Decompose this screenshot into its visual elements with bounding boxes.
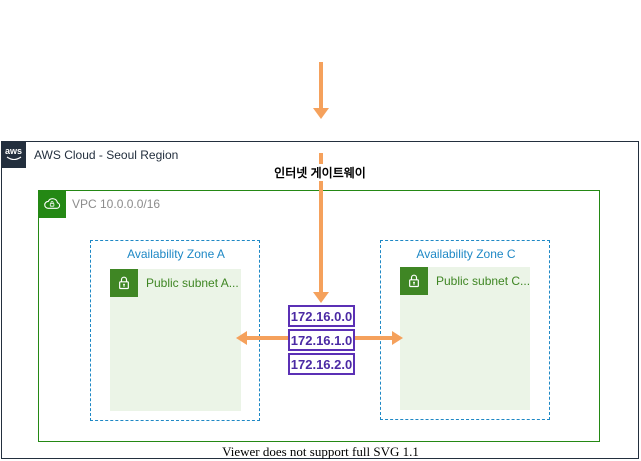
arrow-down-igw-head-icon [313,292,329,303]
subnet-lock-icon [110,269,138,297]
availability-zone-c-label: Availability Zone C [416,247,516,261]
svg-viewer-warning: Viewer does not support full SVG 1.1 [222,444,419,459]
vpc-icon [38,190,66,218]
availability-zone-a-label: Availability Zone A [127,247,225,261]
availability-zone-a-container: Availability Zone A [90,240,260,421]
arrow-left-head-icon [236,331,247,345]
subnet-lock-icon [400,267,428,295]
vpc-label: VPC 10.0.0.0/16 [72,197,161,211]
aws-logo-text: aws [4,146,22,156]
internet-gateway-label: 인터넷 게이트웨이 [270,164,370,181]
availability-zone-c-container: Availability Zone C [380,240,550,420]
aws-cloud-title: AWS Cloud - Seoul Region [34,148,179,162]
arrow-right-shaft [353,336,393,340]
arrow-left-shaft [246,336,288,340]
ip-box-2: 172.16.1.0 [288,329,355,351]
arrow-right-head-icon [392,331,403,345]
aws-logo-icon: aws [1,141,26,168]
ip-address-stack: 172.16.0.0 172.16.1.0 172.16.2.0 [288,305,355,377]
arrow-down-internet-shaft [319,62,323,110]
public-subnet-c-label: Public subnet C... [436,274,531,288]
public-subnet-c-container: Public subnet C... [400,267,530,410]
public-subnet-a-label: Public subnet A... [146,276,239,290]
arrow-down-igw-shaft [319,153,323,294]
ip-box-1: 172.16.0.0 [288,305,355,327]
arrow-down-internet-head-icon [313,108,329,119]
ip-box-3: 172.16.2.0 [288,353,355,375]
aws-smile-icon [6,156,21,161]
public-subnet-a-container: Public subnet A... [110,269,241,411]
